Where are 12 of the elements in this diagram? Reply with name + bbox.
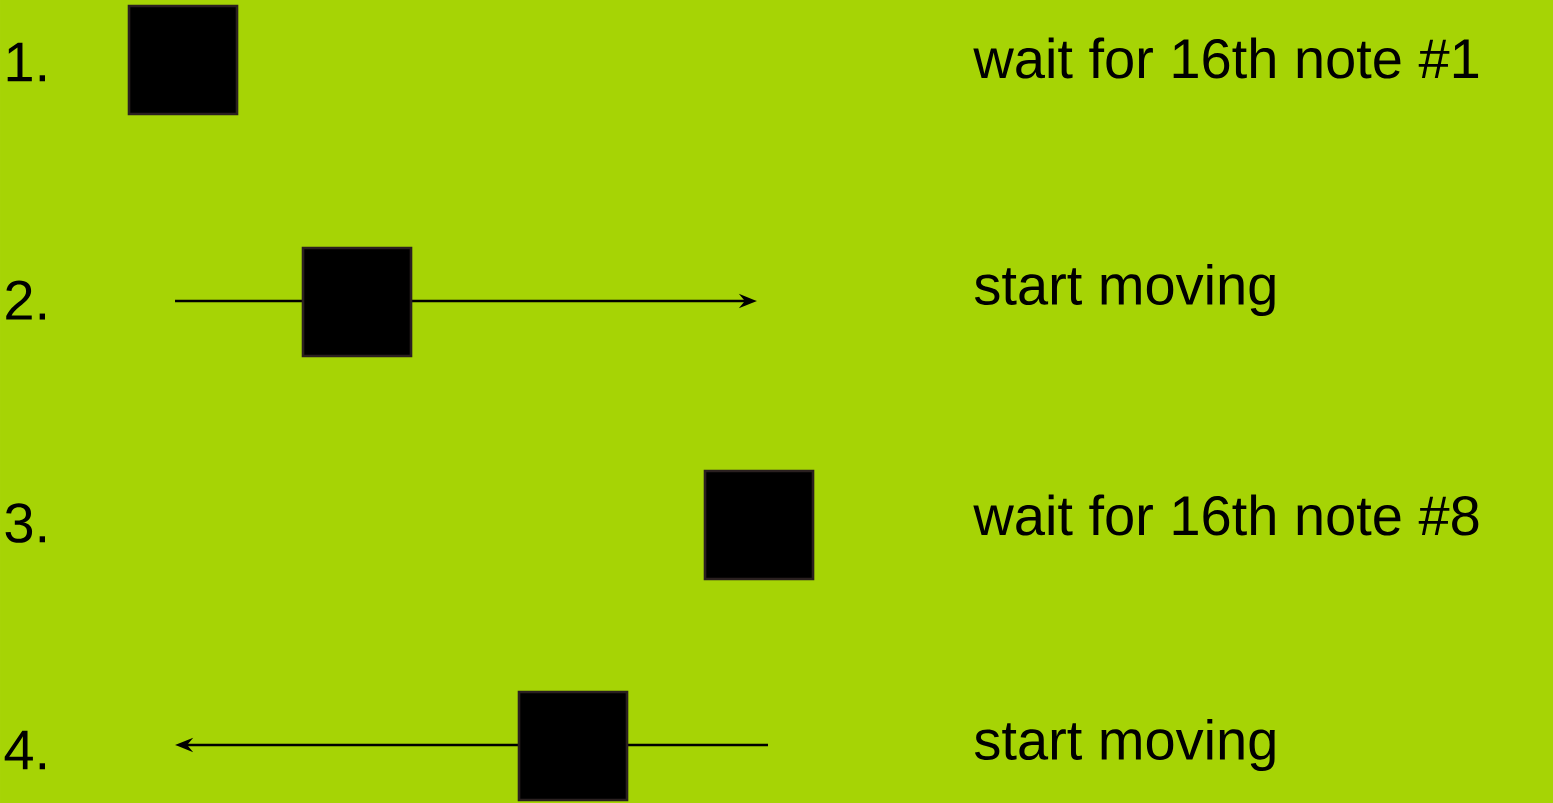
step-number: 3. [5, 503, 45, 543]
step-number: 1. [7, 42, 45, 82]
step-number: 2. [6, 280, 45, 320]
step-number: 4. [4, 730, 45, 770]
square [301, 246, 413, 358]
step-description: wait for 16th note #8 [973, 494, 1479, 536]
square [127, 4, 239, 116]
step-description: start moving [975, 263, 1275, 317]
square [517, 690, 629, 802]
step-description: start moving [975, 718, 1275, 772]
square [703, 469, 815, 581]
step-description: wait for 16th note #1 [973, 37, 1479, 79]
